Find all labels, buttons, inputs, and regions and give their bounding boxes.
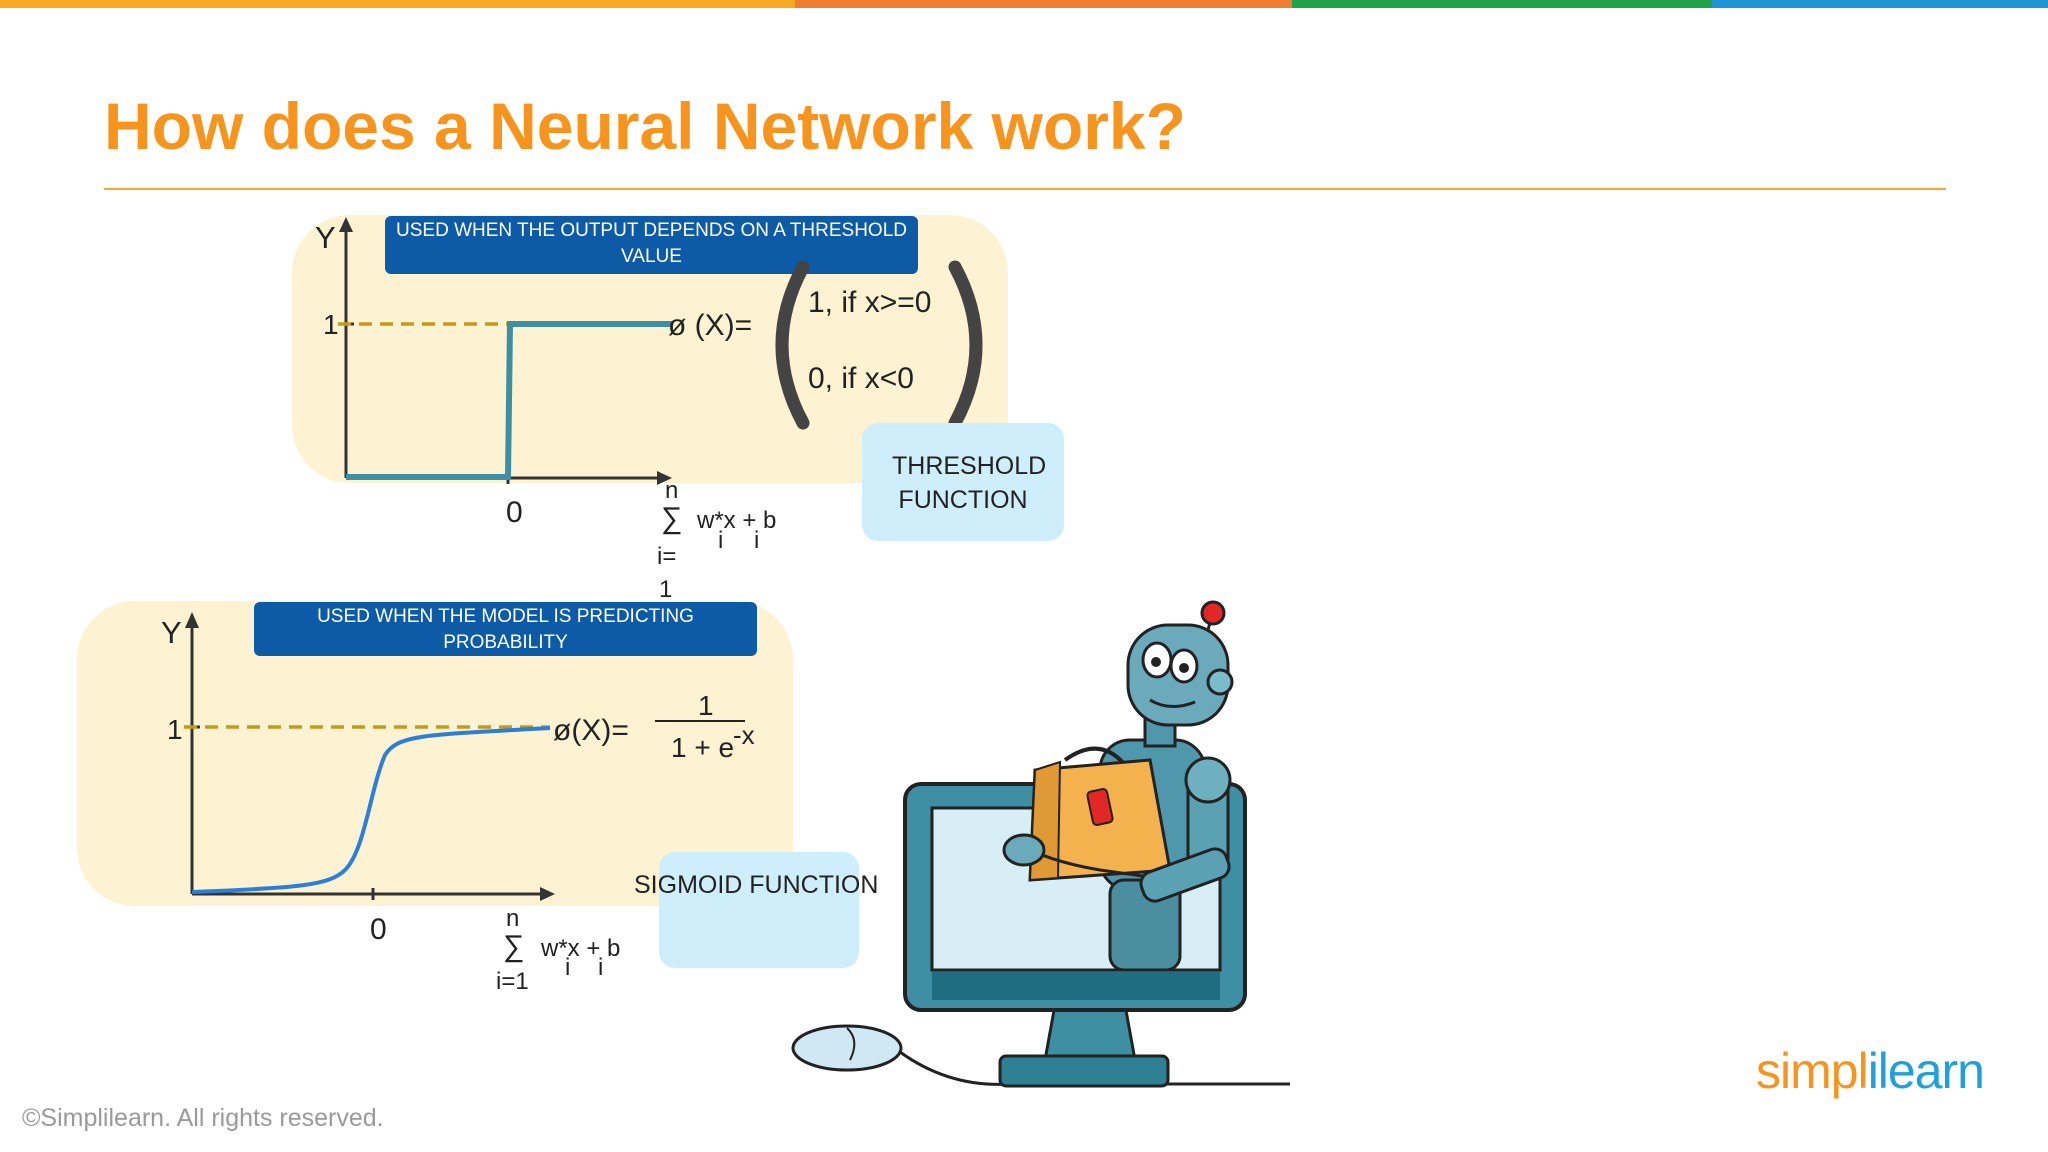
sigmoid-y-label: Y <box>161 615 182 650</box>
threshold-graph <box>338 217 672 485</box>
threshold-phi-label: ø (X)= <box>668 309 753 342</box>
sigmoid-callout-box <box>659 852 859 968</box>
threshold-sum-sub-1: i <box>718 527 724 554</box>
mouse-button-line <box>846 1027 856 1061</box>
top-bar-segment-4 <box>1712 0 2048 8</box>
robot-shoulder <box>1184 756 1232 804</box>
sigmoid-banner: USED WHEN THE MODEL IS PREDICTING PROBAB… <box>254 602 757 656</box>
sigmoid-graph <box>184 612 555 901</box>
threshold-banner: USED WHEN THE OUTPUT DEPENDS ON A THRESH… <box>385 216 918 274</box>
sigmoid-denominator: 1 + e <box>671 732 735 763</box>
robot-left-hand <box>1002 833 1046 867</box>
threshold-callout-text: THRESHOLD FUNCTION <box>892 452 1047 514</box>
sigmoid-sum-bottom: i=1 <box>496 968 529 995</box>
monitor-stand-base <box>998 1054 1170 1088</box>
copyright-footer: ©Simplilearn. All rights reserved. <box>22 1104 384 1132</box>
threshold-sum-expr: w*x + b <box>697 507 777 534</box>
monitor-bottom-bar <box>932 972 1220 1000</box>
logo-part-3: learn <box>1877 1043 1985 1099</box>
threshold-zero-label: 0 <box>506 496 523 529</box>
threshold-callout: THRESHOLD FUNCTION <box>862 423 1064 541</box>
right-paren <box>948 260 983 430</box>
sigmoid-x-arrow <box>540 887 555 901</box>
sigmoid-sum-sub-2: i <box>598 954 604 981</box>
top-bar-segment-2 <box>795 0 1292 8</box>
top-bar-segment-1 <box>0 0 795 8</box>
simplilearn-logo: simplilearn <box>1756 1042 1985 1100</box>
robot-mouth <box>1149 698 1196 708</box>
top-color-bar <box>0 0 2048 8</box>
threshold-step-curve <box>346 321 672 480</box>
sigmoid-sum-sign: ∑ <box>503 930 525 963</box>
shopping-bag-handle <box>1063 746 1127 767</box>
monitor-stand-neck <box>1043 1003 1137 1062</box>
sigmoid-sum-top: n <box>506 905 520 932</box>
sigmoid-zero-label: 0 <box>370 913 387 946</box>
top-bar-segment-3 <box>1292 0 1712 8</box>
robot-left-pupil <box>1151 657 1161 667</box>
threshold-sum-bottom-2: 1 <box>659 576 673 603</box>
threshold-y-label: Y <box>315 220 336 255</box>
threshold-sum-sign: ∑ <box>661 502 683 535</box>
threshold-y-arrow <box>339 217 353 232</box>
threshold-parentheses <box>775 260 983 430</box>
robot-right-pupil <box>1179 663 1189 673</box>
sigmoid-one-label: 1 <box>167 714 183 745</box>
sigmoid-numerator: 1 <box>698 690 714 721</box>
threshold-case-1: 1, if x>=0 <box>808 286 932 319</box>
slide-title: How does a Neural Network work? <box>104 89 1186 163</box>
sigmoid-sum-sub-1: i <box>565 954 571 981</box>
sigmoid-y-arrow <box>185 612 199 628</box>
mouse <box>791 1024 903 1072</box>
threshold-x-arrow <box>657 471 672 485</box>
threshold-one-label: 1 <box>323 309 339 340</box>
sigmoid-phi-label: ø(X)= <box>553 714 629 747</box>
robot-ear <box>1206 668 1234 696</box>
sigmoid-exponent: -x <box>733 720 755 750</box>
left-paren <box>775 260 810 430</box>
logo-part-1: simpl <box>1756 1043 1869 1099</box>
robot-forearm <box>1139 847 1231 903</box>
sigmoid-callout-text: SIGMOID FUNCTION <box>634 871 879 899</box>
title-underline <box>104 188 1946 190</box>
sigmoid-fraction-bar <box>655 720 745 722</box>
sigmoid-sum-expr: w*x + b <box>541 935 621 962</box>
logo-part-2: i <box>1867 1043 1879 1099</box>
threshold-sum-bottom: i= <box>657 543 677 570</box>
threshold-sum-top: n <box>665 477 679 504</box>
robot-computer-illustration <box>791 600 1290 1088</box>
threshold-sum-sub-2: i <box>754 527 760 554</box>
price-tag <box>1086 788 1114 826</box>
sigmoid-curve <box>191 726 551 894</box>
threshold-case-2: 0, if x<0 <box>808 362 914 395</box>
robot-antenna-bulb <box>1200 600 1226 626</box>
